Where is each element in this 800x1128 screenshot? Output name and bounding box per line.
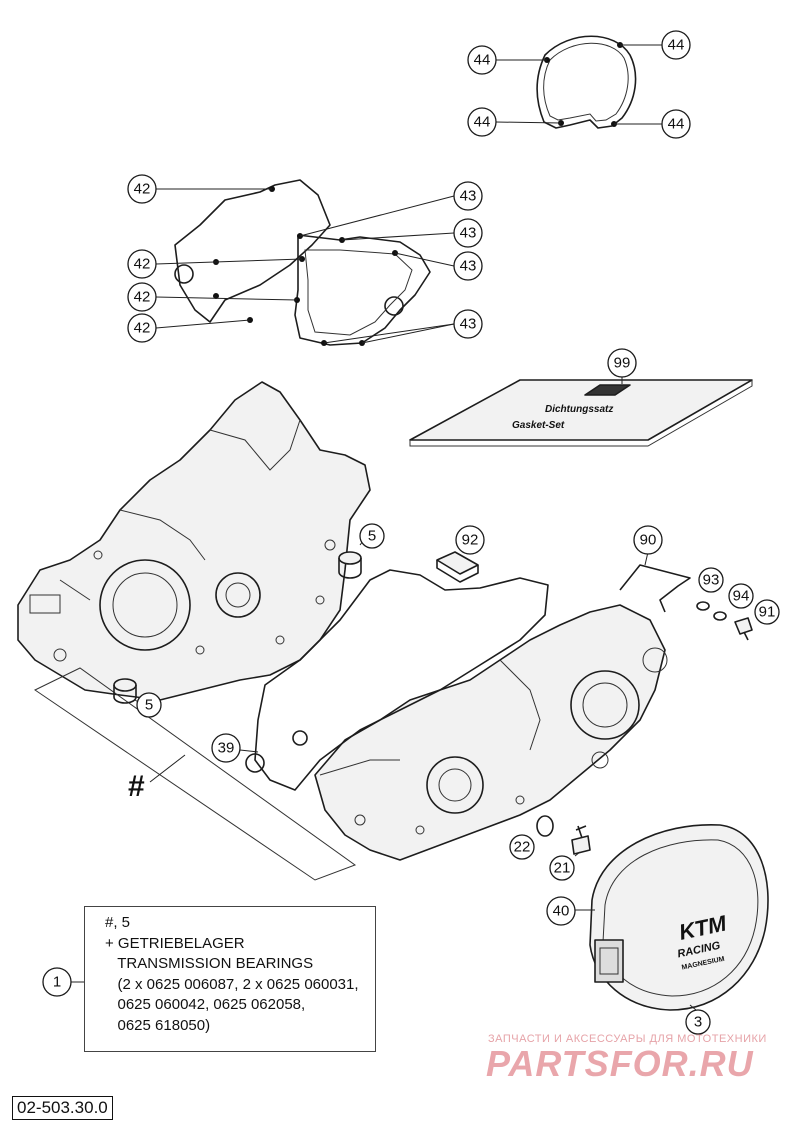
watermark-subtitle: ЗАПЧАСТИ И АКСЕССУАРЫ ДЛЯ МОТОТЕХНИКИ bbox=[488, 1033, 767, 1045]
note-line-1: #, 5 bbox=[105, 914, 131, 931]
callout-44-a: 44 bbox=[467, 45, 497, 75]
gasket-kit-package: Dichtungssatz Gasket-Set bbox=[409, 379, 753, 447]
washer-93 bbox=[696, 601, 710, 611]
drain-plug-21 bbox=[571, 825, 591, 855]
part-92-block bbox=[436, 551, 479, 583]
callout-22: 22 bbox=[509, 834, 535, 860]
ignition-cover: KTM RACING MAGNESIUM bbox=[589, 824, 769, 1011]
note-line-4: (2 x 0625 006087, 2 x 0625 060031, bbox=[105, 975, 359, 993]
callout-92: 92 bbox=[455, 525, 485, 555]
callout-94: 94 bbox=[728, 583, 754, 609]
svg-text:43: 43 bbox=[460, 225, 477, 242]
callout-42-c: 42 bbox=[127, 282, 157, 312]
svg-text:91: 91 bbox=[759, 604, 776, 621]
callout-42-b: 42 bbox=[127, 249, 157, 279]
crankcase-group-symbol: # bbox=[128, 770, 145, 803]
note-line-6: 0625 618050) bbox=[105, 1016, 211, 1034]
callout-43-c: 43 bbox=[453, 251, 483, 281]
seal-ring-22 bbox=[536, 815, 554, 837]
callout-5-lower: 5 bbox=[136, 692, 162, 718]
svg-text:93: 93 bbox=[703, 572, 720, 589]
callout-99: 99 bbox=[607, 348, 637, 378]
callout-44-c: 44 bbox=[467, 107, 497, 137]
svg-text:42: 42 bbox=[134, 256, 151, 273]
svg-text:5: 5 bbox=[368, 528, 376, 545]
callout-40: 40 bbox=[546, 896, 576, 926]
svg-text:44: 44 bbox=[474, 114, 491, 131]
callout-3: 3 bbox=[685, 1009, 711, 1035]
callout-42-a: 42 bbox=[127, 174, 157, 204]
bearing-lower bbox=[113, 678, 137, 704]
svg-text:40: 40 bbox=[553, 903, 570, 920]
left-crankcase bbox=[17, 381, 371, 701]
callout-21: 21 bbox=[549, 855, 575, 881]
callout-42-d: 42 bbox=[127, 313, 157, 343]
part-90-wire bbox=[619, 564, 691, 613]
svg-text:43: 43 bbox=[460, 316, 477, 333]
screw-91 bbox=[734, 617, 753, 641]
bearing-upper bbox=[338, 551, 362, 579]
callout-90: 90 bbox=[633, 525, 663, 555]
svg-text:43: 43 bbox=[460, 188, 477, 205]
callout-43-a: 43 bbox=[453, 181, 483, 211]
watermark-brand: PARTSFOR.RU bbox=[486, 1043, 754, 1084]
svg-text:3: 3 bbox=[694, 1014, 702, 1031]
crankcase-gasket bbox=[245, 569, 549, 791]
callout-39: 39 bbox=[211, 733, 241, 763]
gasket-kit-text-1: Dichtungssatz bbox=[545, 404, 613, 415]
callout-43-b: 43 bbox=[453, 218, 483, 248]
callout-91: 91 bbox=[754, 599, 780, 625]
washer-94 bbox=[713, 611, 727, 621]
svg-text:22: 22 bbox=[514, 839, 531, 856]
callout-1: 1 bbox=[42, 967, 72, 997]
note-line-3: TRANSMISSION BEARINGS bbox=[105, 955, 314, 972]
svg-text:42: 42 bbox=[134, 289, 151, 306]
svg-text:42: 42 bbox=[134, 320, 151, 337]
callout-93: 93 bbox=[698, 567, 724, 593]
svg-text:94: 94 bbox=[733, 588, 750, 605]
svg-text:39: 39 bbox=[218, 740, 235, 757]
crankcase-gaskets bbox=[174, 179, 431, 346]
svg-text:1: 1 bbox=[53, 974, 61, 991]
gasket-kit-text-2: Gasket-Set bbox=[512, 420, 565, 431]
diagram-reference-number: 02-503.30.0 bbox=[12, 1096, 113, 1120]
svg-text:43: 43 bbox=[460, 258, 477, 275]
callout-5-upper: 5 bbox=[359, 523, 385, 549]
crankcase-group-outline bbox=[34, 667, 357, 881]
svg-text:42: 42 bbox=[134, 181, 151, 198]
svg-text:21: 21 bbox=[554, 860, 571, 877]
callout-43-d: 43 bbox=[453, 309, 483, 339]
svg-text:44: 44 bbox=[474, 52, 491, 69]
ignition-cover-gasket bbox=[536, 35, 637, 129]
note-line-2: + GETRIEBELAGER bbox=[105, 934, 245, 952]
right-crankcase bbox=[314, 604, 668, 861]
svg-text:44: 44 bbox=[668, 37, 685, 54]
callout-44-d: 44 bbox=[661, 109, 691, 139]
callout-44-b: 44 bbox=[661, 30, 691, 60]
note-line-5: 0625 060042, 0625 062058, bbox=[105, 996, 306, 1013]
svg-text:99: 99 bbox=[614, 355, 631, 372]
svg-text:90: 90 bbox=[640, 532, 657, 549]
svg-text:5: 5 bbox=[145, 697, 153, 714]
svg-text:92: 92 bbox=[462, 532, 479, 549]
bearing-note-box: #, 5 + GETRIEBELAGER TRANSMISSION BEARIN… bbox=[84, 906, 376, 1052]
svg-text:44: 44 bbox=[668, 116, 685, 133]
